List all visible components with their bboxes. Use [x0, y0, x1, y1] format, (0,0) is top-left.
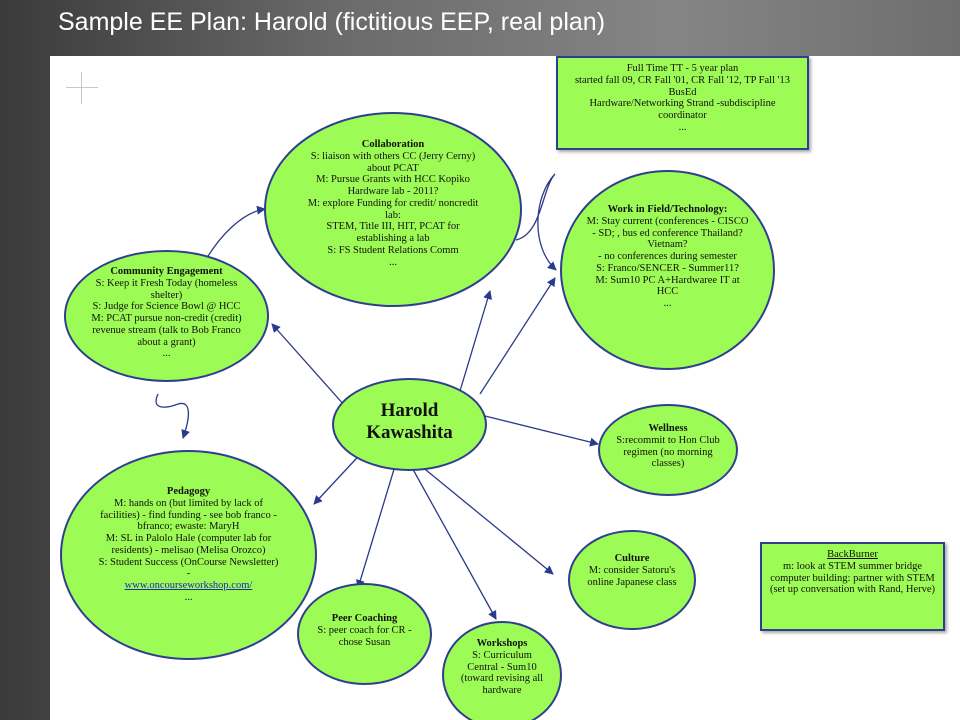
work-in-field-node: Work in Field/Technology: M: Stay curren…	[560, 170, 775, 370]
work-line: ...	[663, 298, 672, 309]
workshops-node: Workshops S: Curriculum Central - Sum10 …	[442, 621, 562, 720]
mind-map-panel: Collaboration S: liaison with others CC …	[50, 56, 960, 720]
arrow-to-community	[271, 323, 346, 407]
collaboration-line: S: FS Student Relations Comm	[327, 244, 459, 256]
community-line: ...	[162, 348, 171, 360]
backburner-line: m: look at STEM summer bridge computer b…	[769, 560, 936, 596]
profile-line: started fall 09, CR Fall '01, CR Fall '1…	[574, 74, 791, 86]
profile-line: ...	[678, 121, 687, 133]
community-line: M: PCAT pursue non-credit (credit) reven…	[91, 313, 242, 348]
pedagogy-node: Pedagogy M: hands on (but limited by lac…	[60, 450, 317, 660]
collaboration-line: M: Pursue Grants with HCC Kopiko Hardwar…	[316, 174, 470, 197]
pedagogy-more: ...	[184, 591, 193, 603]
wellness-line: S:recommit to Hon Club regimen (no morni…	[616, 434, 720, 470]
work-line: S: Franco/SENCER - Summer11?	[596, 262, 739, 274]
center-name-first: Harold	[380, 400, 439, 421]
backburner-box: BackBurner m: look at STEM summer bridge…	[760, 542, 945, 631]
arrow-collaboration-to-work	[515, 173, 557, 271]
profile-line: BusEd	[668, 86, 697, 98]
work-heading: Work in Field/Technology:	[607, 204, 728, 215]
collaboration-line: S: liaison with others CC (Jerry Cerny) …	[310, 150, 476, 174]
collaboration-line: ...	[389, 256, 397, 268]
community-engagement-node: Community Engagement S: Keep it Fresh To…	[64, 250, 269, 382]
workshops-heading: Workshops	[476, 638, 528, 649]
pedagogy-line: M: SL in Palolo Hale (computer lab for r…	[105, 533, 272, 556]
wellness-heading: Wellness	[648, 423, 688, 434]
culture-node: Culture M: consider Satoru's online Japa…	[568, 530, 696, 630]
profile-line: Full Time TT - 5 year plan	[626, 63, 739, 74]
arrow-to-culture	[414, 460, 554, 575]
collaboration-node: Collaboration S: liaison with others CC …	[264, 112, 522, 307]
workshops-line: S: Curriculum Central - Sum10 (toward re…	[460, 649, 544, 696]
collaboration-line: STEM, Title III, HIT, PCAT for establish…	[326, 221, 460, 244]
collaboration-line: M: explore Funding for credit/ noncredit…	[307, 197, 479, 221]
harold-center-node: Harold Kawashita	[332, 378, 487, 471]
backburner-heading: BackBurner	[827, 549, 878, 560]
peer-heading: Peer Coaching	[331, 613, 398, 624]
arrow-community-to-pedagogy	[155, 393, 190, 439]
pedagogy-line: S: Student Success (OnCourse Newsletter)…	[98, 556, 279, 580]
work-line: M: Sum10 PC A+Hardwaree IT at HCC	[595, 274, 740, 298]
community-line: S: Judge for Science Bowl @ HCC	[92, 301, 241, 313]
community-line: S: Keep it Fresh Today (homeless shelter…	[95, 277, 238, 301]
collaboration-heading: Collaboration	[361, 139, 425, 150]
arrow-to-work	[479, 277, 556, 395]
work-line: - no conferences during semester	[598, 251, 737, 262]
arrow-to-peer	[356, 465, 396, 589]
oncourse-link[interactable]: www.oncourseworkshop.com/	[124, 580, 253, 591]
profile-line: Hardware/Networking Strand -subdisciplin…	[589, 98, 776, 121]
arrow-to-wellness	[484, 415, 599, 447]
culture-heading: Culture	[614, 553, 650, 564]
arrow-to-workshops	[409, 463, 497, 620]
community-heading: Community Engagement	[110, 266, 223, 277]
pedagogy-heading: Pedagogy	[166, 486, 211, 497]
slide-title: Sample EE Plan: Harold (fictitious EEP, …	[58, 8, 606, 36]
peer-line: S: peer coach for CR - chose Susan	[317, 624, 412, 648]
connector-arrows	[155, 173, 599, 620]
work-line: M: Stay current (conferences - CISCO - S…	[586, 215, 749, 251]
culture-line: M: consider Satoru's online Japanese cla…	[587, 564, 677, 588]
wellness-node: Wellness S:recommit to Hon Club regimen …	[598, 404, 738, 496]
profile-box: Full Time TT - 5 year plan started fall …	[556, 56, 809, 150]
plus-mark-icon	[66, 72, 98, 104]
pedagogy-line: M: hands on (but limited by lack of faci…	[100, 497, 277, 533]
arrow-to-collaboration	[459, 290, 493, 392]
peer-coaching-node: Peer Coaching S: peer coach for CR - cho…	[297, 583, 432, 685]
center-name-last: Kawashita	[366, 421, 453, 443]
